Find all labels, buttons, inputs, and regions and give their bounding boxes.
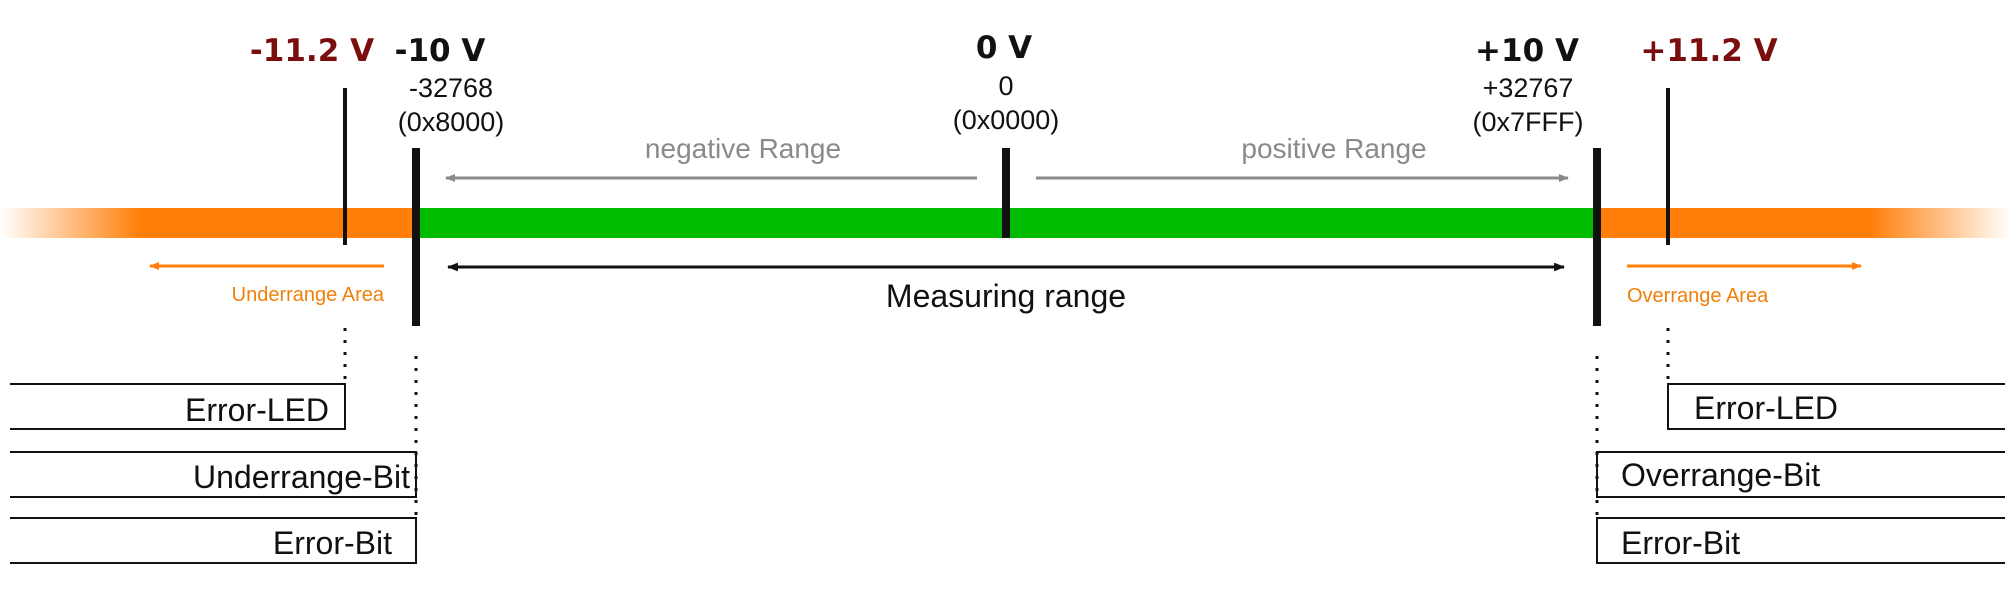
hex-value-zero: (0x0000) <box>953 105 1060 135</box>
underrange-bar <box>140 208 416 238</box>
left-error-led-label: Error-LED <box>185 392 329 428</box>
left-error-bit-label: Error-Bit <box>273 525 392 561</box>
overrange-bit-label: Overrange-Bit <box>1621 457 1820 493</box>
measuring-range-label: Measuring range <box>886 278 1126 314</box>
left-box-error-led: Error-LED <box>10 383 346 430</box>
voltage-label-pos-limit: +10 V <box>1475 33 1579 69</box>
negative-range-label: negative Range <box>645 133 841 164</box>
left-box-underrange-bit: Underrange-Bit <box>10 451 417 498</box>
left-box-error-bit: Error-Bit <box>10 517 417 564</box>
right-box-error-led: Error-LED <box>1667 383 2005 430</box>
hex-value-neg-limit: (0x8000) <box>398 107 505 137</box>
right-box-overrange-bit: Overrange-Bit <box>1596 451 2005 498</box>
overrange-area-label: Overrange Area <box>1627 285 1769 307</box>
underrange-bit-label: Underrange-Bit <box>193 459 410 495</box>
right-error-led-label: Error-LED <box>1694 390 1838 426</box>
right-box-error-bit: Error-Bit <box>1596 517 2005 564</box>
voltage-label-pos-overlimit: +11.2 V <box>1640 33 1777 69</box>
voltage-label-neg-limit: -10 V <box>395 33 486 69</box>
underrange-bar-fade <box>0 208 140 238</box>
decimal-value-zero: 0 <box>998 71 1013 101</box>
underrange-area-label: Underrange Area <box>232 284 385 306</box>
decimal-value-neg-limit: -32768 <box>409 73 493 103</box>
positive-range-label: positive Range <box>1241 133 1426 164</box>
right-error-bit-label: Error-Bit <box>1621 525 1740 561</box>
overrange-bar-fade <box>1871 208 2011 238</box>
hex-value-pos-limit: (0x7FFF) <box>1473 107 1584 137</box>
voltage-label-zero: 0 V <box>976 30 1032 66</box>
overrange-bar <box>1597 208 1871 238</box>
voltage-label-neg-overlimit: -11.2 V <box>250 33 374 69</box>
decimal-value-pos-limit: +32767 <box>1483 73 1574 103</box>
